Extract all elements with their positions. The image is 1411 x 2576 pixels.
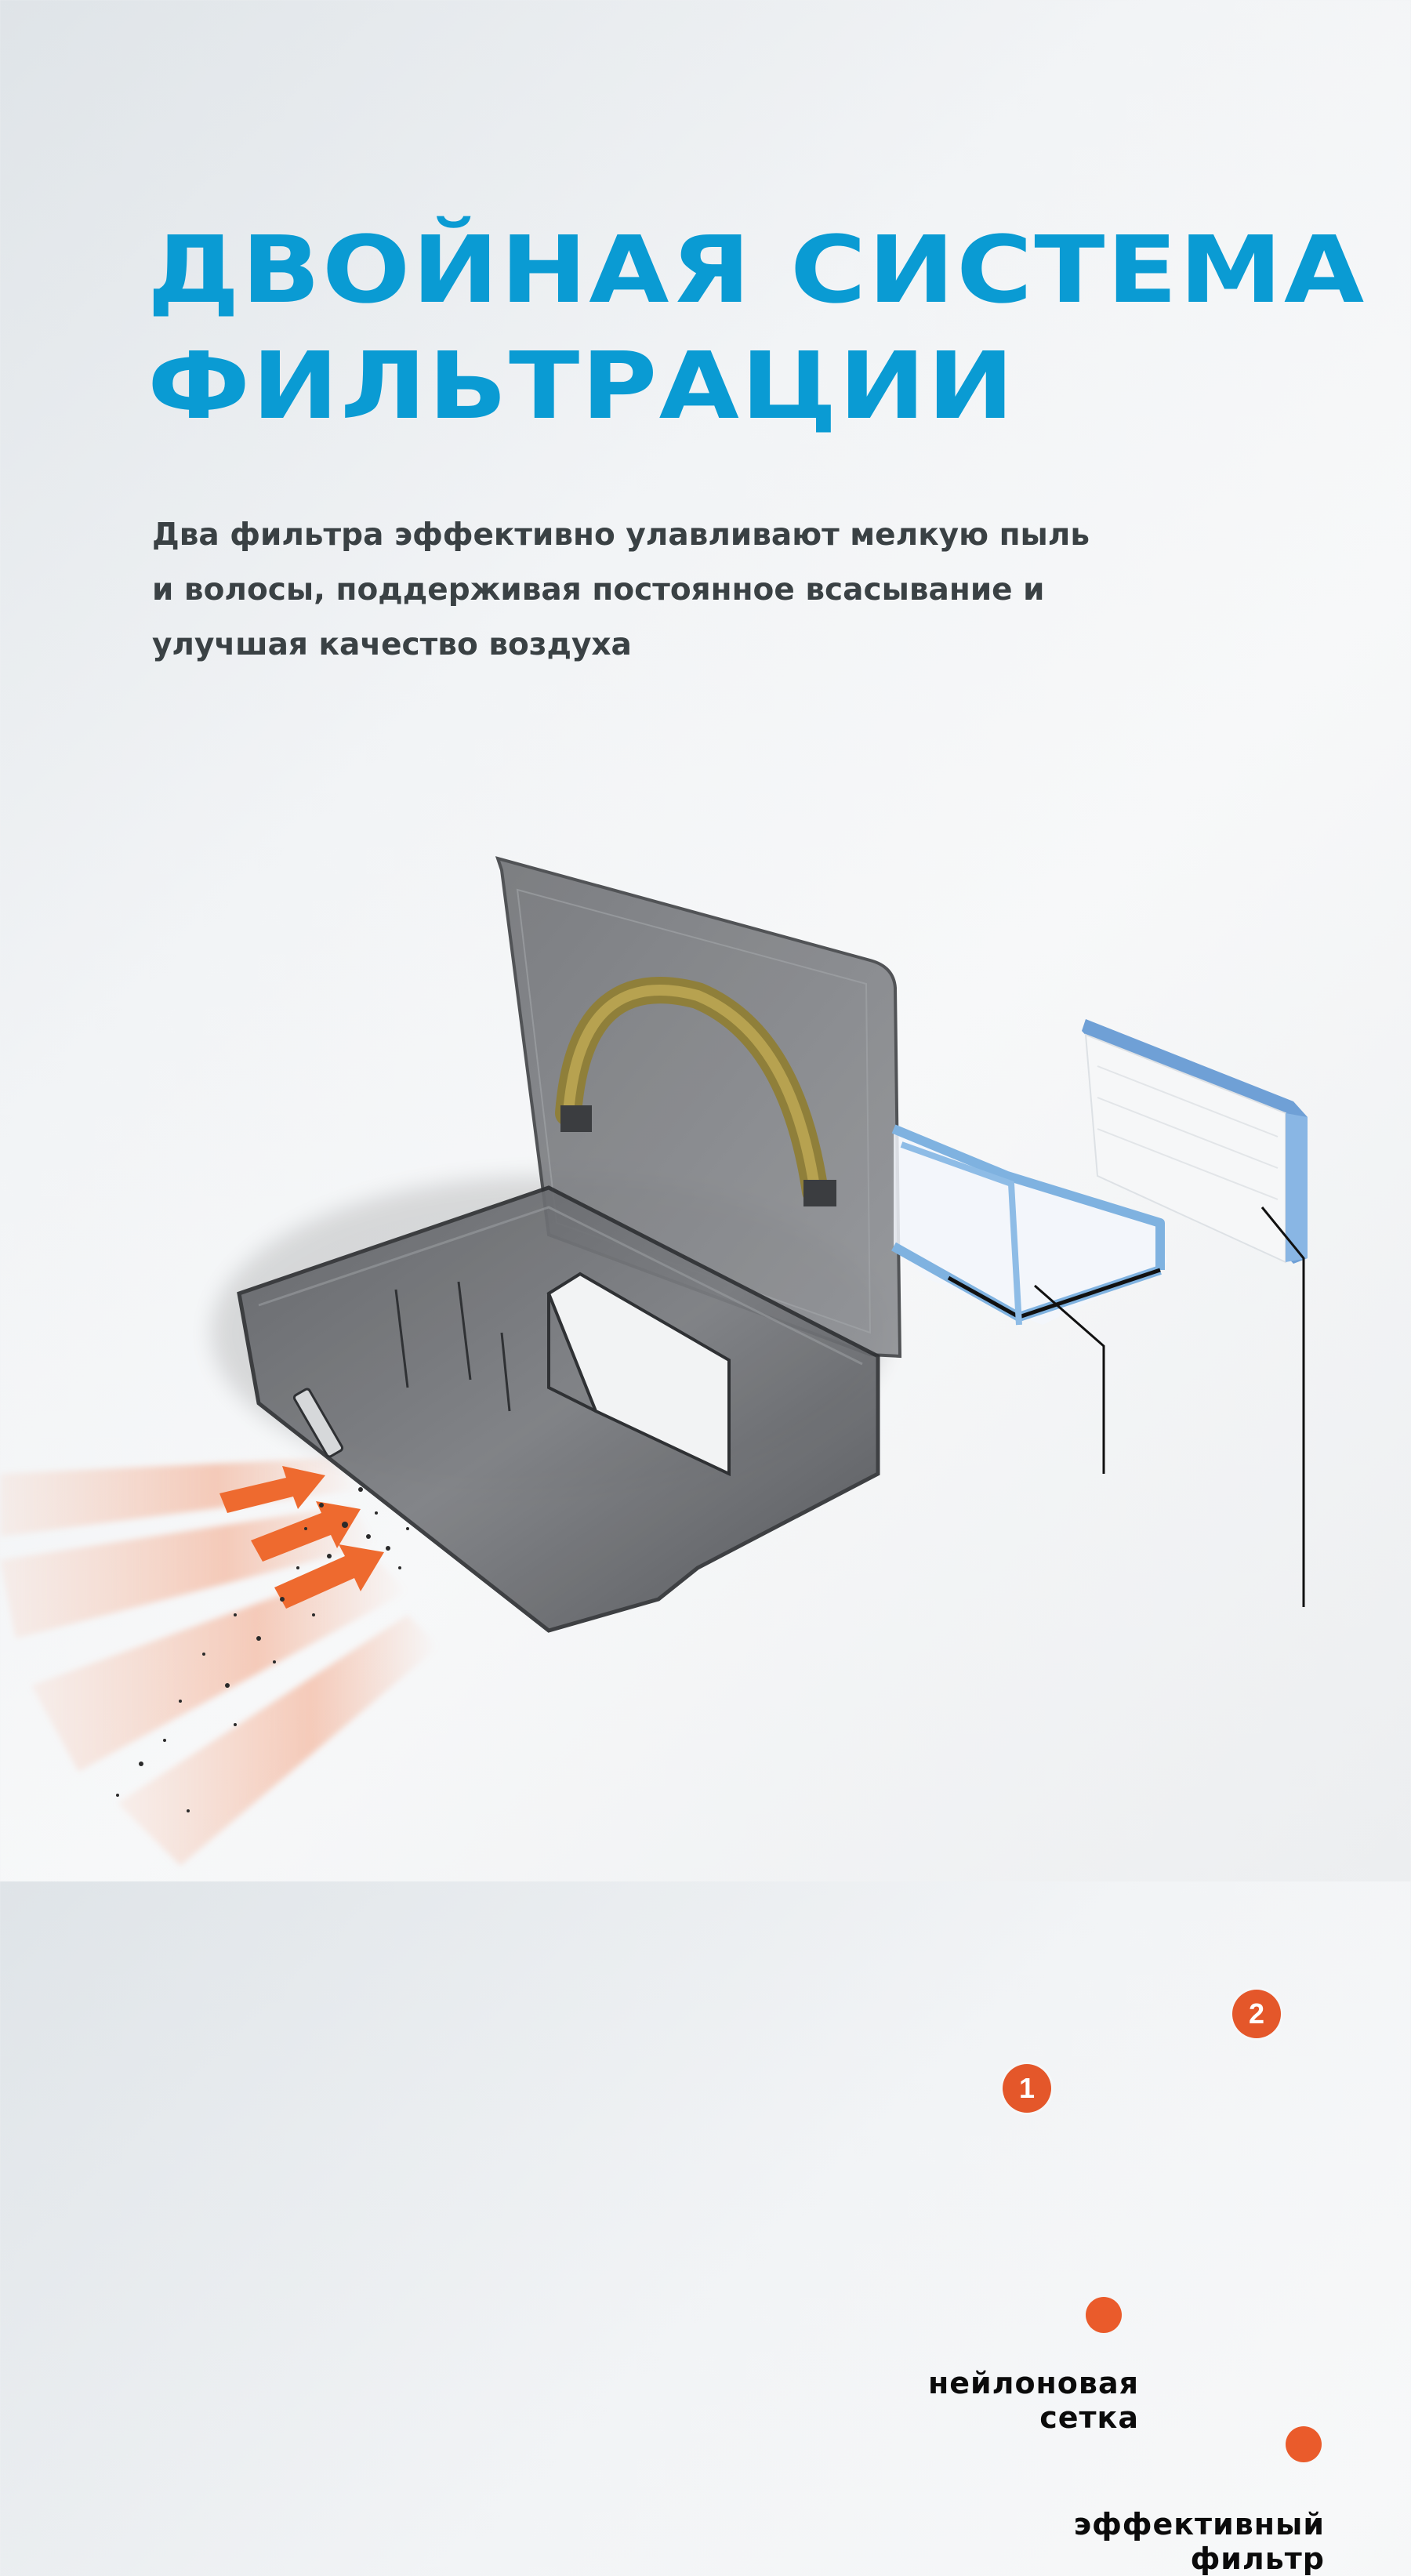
product-infographic: ДВОЙНАЯ СИСТЕМА ФИЛЬТРАЦИИ Два фильтра э…	[0, 212, 1411, 2576]
hepa-filter	[1082, 1019, 1308, 1264]
airflow-arrows-icon	[219, 1466, 384, 1609]
description-line-2: и волосы, поддерживая постоянное всасыва…	[152, 572, 1045, 608]
filter-badge-2: 2	[1232, 1990, 1281, 2038]
callout-dot-1	[1086, 2297, 1122, 2333]
dust-particles	[116, 1487, 409, 1812]
callout-label-2-line-2: фильтр	[1190, 2542, 1325, 2576]
description-text: Два фильтра эффективно улавливают мелкую…	[152, 508, 1171, 673]
dust-container	[237, 1185, 880, 1633]
nylon-mesh-filter	[891, 1124, 1168, 1326]
callout-label-nylon-mesh: нейлоновая сетка	[928, 2366, 1139, 2435]
product-illustration: 1 2 нейлоновая сетка эффективный фильтр	[0, 823, 1411, 2576]
description-line-3: улучшая качество воздуха	[152, 627, 632, 662]
page-title: ДВОЙНАЯ СИСТЕМА ФИЛЬТРАЦИИ	[147, 212, 1366, 444]
airflow-streaks	[0, 1458, 439, 1866]
description-line-1: Два фильтра эффективно улавливают мелкую…	[152, 517, 1090, 553]
title-line-2: ФИЛЬТРАЦИИ	[147, 332, 1016, 440]
callout-label-2-line-1: эффективный	[1073, 2507, 1325, 2542]
callout-label-1-line-1: нейлоновая	[927, 2366, 1139, 2400]
callout-leaders	[1034, 1206, 1305, 1607]
filter-badge-1: 1	[1003, 2064, 1051, 2113]
callout-dot-2	[1286, 2426, 1322, 2462]
title-line-1: ДВОЙНАЯ СИСТЕМА	[147, 216, 1366, 324]
callout-label-efficient-filter: эффективный фильтр	[1074, 2507, 1325, 2576]
callout-label-1-line-2: сетка	[1039, 2400, 1139, 2435]
